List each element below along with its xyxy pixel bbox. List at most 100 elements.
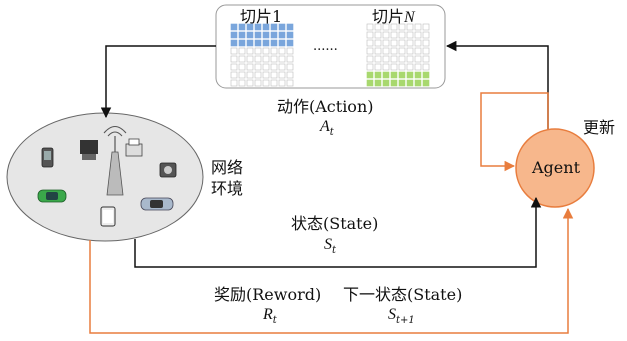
next-state-label: 下一状态(State): [343, 285, 463, 304]
slices-ellipsis: ......: [313, 39, 338, 54]
slice-cell: [406, 23, 414, 31]
slice-cell-allocated: [374, 79, 382, 87]
action-symbol: At: [320, 118, 334, 138]
next-state-symbol-sub: t+1: [396, 315, 415, 326]
server-icon: [80, 140, 98, 160]
slice-cell: [230, 71, 238, 79]
slice-cell-allocated: [238, 39, 246, 47]
slice-n-grid: [366, 23, 430, 87]
slice-cell: [246, 63, 254, 71]
action-symbol-main: A: [320, 118, 330, 135]
slice-cell-allocated: [398, 79, 406, 87]
slice-cell-allocated: [262, 39, 270, 47]
update-label: 更新: [583, 118, 616, 137]
slice-cell-allocated: [230, 39, 238, 47]
tablet-icon: [100, 206, 116, 227]
slice-cell: [246, 79, 254, 87]
car-blue-icon: [140, 197, 174, 211]
slice-cell-allocated: [270, 31, 278, 39]
slice-n-label-var: N: [404, 9, 415, 26]
slice-cell: [366, 23, 374, 31]
slice-cell: [262, 47, 270, 55]
slice-cell-allocated: [238, 23, 246, 31]
router-icon: [103, 126, 127, 196]
slice-cell: [238, 63, 246, 71]
slice-cell: [230, 47, 238, 55]
slice-cell: [238, 79, 246, 87]
slice-cell: [254, 55, 262, 63]
slice-cell: [414, 23, 422, 31]
agent-node: [515, 128, 595, 208]
slice-cell: [230, 79, 238, 87]
slice-cell: [414, 63, 422, 71]
slice-cell-allocated: [238, 31, 246, 39]
slice-cell: [238, 47, 246, 55]
reward-label: 奖励(Reword): [214, 285, 322, 304]
slice-cell-allocated: [246, 39, 254, 47]
slice-cell: [286, 71, 294, 79]
slice-cell-allocated: [278, 39, 286, 47]
slice-cell: [286, 47, 294, 55]
reward-symbol-sub: t: [272, 315, 277, 326]
state-arrow: [134, 196, 542, 268]
slice-cell-allocated: [230, 31, 238, 39]
slice-1-label: 切片1: [240, 7, 283, 26]
slice-cell: [366, 39, 374, 47]
slice-cell: [382, 55, 390, 63]
slice-cell: [414, 55, 422, 63]
slice-cell: [286, 79, 294, 87]
phone-icon: [41, 147, 54, 168]
agent-to-slices-arrow: [445, 40, 549, 129]
slice-cell-allocated: [398, 71, 406, 79]
slice-cell: [398, 63, 406, 71]
slice-cell: [422, 23, 430, 31]
slice-cell: [254, 79, 262, 87]
slice-cell: [414, 31, 422, 39]
slice-cell: [262, 71, 270, 79]
slice-cell: [278, 79, 286, 87]
update-loop-arrow: [480, 92, 549, 172]
slice-cell: [422, 31, 430, 39]
slice-cell-allocated: [366, 71, 374, 79]
slice-cell-allocated: [406, 71, 414, 79]
slice-cell-allocated: [382, 71, 390, 79]
slice-cell-allocated: [270, 23, 278, 31]
slice-cell: [374, 55, 382, 63]
slice-cell: [390, 39, 398, 47]
slice-cell: [414, 39, 422, 47]
slice-cell: [398, 55, 406, 63]
slice-cell: [246, 55, 254, 63]
state-label: 状态(State): [291, 214, 379, 233]
state-symbol-sub: t: [332, 245, 337, 256]
slice-cell: [422, 47, 430, 55]
slice-cell-allocated: [414, 71, 422, 79]
slice-cell: [238, 71, 246, 79]
slice-cell: [414, 47, 422, 55]
slice-cell: [390, 63, 398, 71]
slice-cell: [270, 47, 278, 55]
slice-cell: [230, 55, 238, 63]
action-symbol-sub: t: [329, 127, 334, 138]
next-state-symbol-main: S: [388, 306, 396, 323]
slice-cell-allocated: [270, 39, 278, 47]
slice-cell: [406, 31, 414, 39]
slice-cell: [374, 39, 382, 47]
slice-cell-allocated: [230, 23, 238, 31]
slice-n-label-prefix: 切片: [372, 7, 405, 26]
slice-cell: [286, 55, 294, 63]
slice-cell: [278, 55, 286, 63]
slice-cell: [270, 71, 278, 79]
slice-cell-allocated: [278, 23, 286, 31]
slice-cell: [406, 55, 414, 63]
action-arrow: [100, 45, 216, 119]
slice-cell: [262, 79, 270, 87]
slice-cell: [398, 23, 406, 31]
slice-cell-allocated: [278, 31, 286, 39]
environment-label-line2: 环境: [211, 179, 244, 198]
slice-cell: [270, 79, 278, 87]
slice-cell: [254, 71, 262, 79]
next-state-symbol: St+1: [388, 306, 415, 326]
reward-arrow: [89, 207, 574, 334]
slice-cell-allocated: [262, 31, 270, 39]
